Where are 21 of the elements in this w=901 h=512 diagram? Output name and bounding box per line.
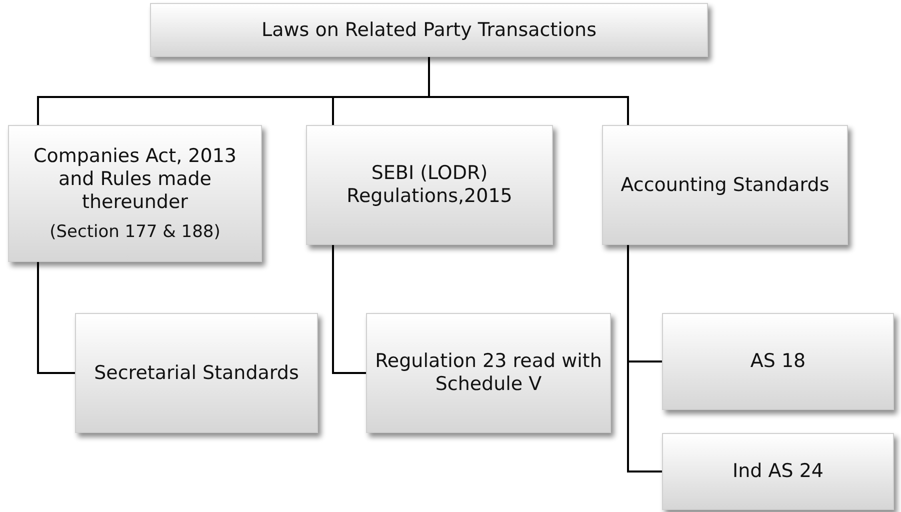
- box-label: SEBI (LODR) Regulations,2015: [346, 162, 514, 208]
- category-box: [8, 125, 262, 262]
- connector-line: [37, 262, 75, 374]
- category-box: [306, 125, 553, 245]
- category-box: [662, 433, 894, 510]
- box-label: Companies Act, 2013 and Rules made thereunder: [32, 145, 238, 214]
- connector-line: [428, 57, 629, 125]
- box-label: Secretarial Standards: [94, 362, 299, 384]
- box-note: (Section 177 & 188): [50, 222, 220, 242]
- box-label: Ind AS 24: [732, 460, 824, 483]
- category-box: [75, 313, 318, 433]
- box-label: Regulation 23 read with Schedule V: [375, 350, 602, 396]
- category-box: [602, 125, 848, 245]
- connector-line: [627, 245, 662, 472]
- category-box: [662, 313, 894, 410]
- box-label: AS 18: [750, 350, 806, 373]
- category-box: [366, 313, 611, 433]
- box-label: Laws on Related Party Transactions: [262, 18, 596, 42]
- box-label: Accounting Standards: [620, 174, 830, 196]
- category-box: [150, 3, 708, 57]
- connector-line: [332, 245, 366, 374]
